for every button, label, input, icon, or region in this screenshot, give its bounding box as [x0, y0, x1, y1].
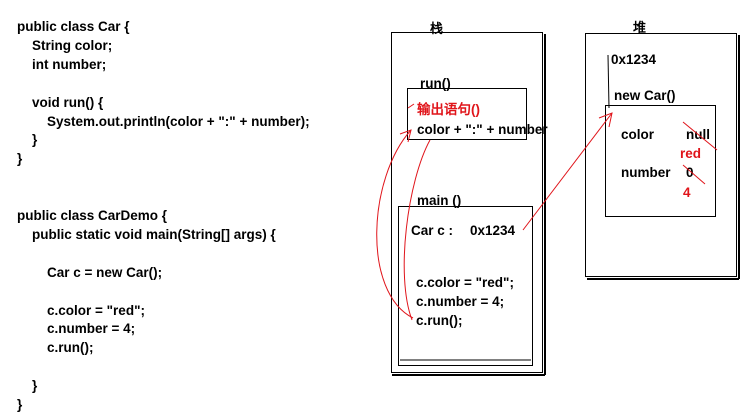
reference-arrow-line	[522, 112, 613, 231]
strike-number-old	[682, 164, 706, 185]
run-frame	[407, 88, 527, 140]
code-line: Car c = new Car();	[17, 264, 163, 280]
code-line: public static void main(String[] args) {	[17, 226, 276, 242]
diagram-connectors	[376, 34, 740, 376]
code-line: void run() {	[17, 94, 104, 110]
heap-address-line	[607, 54, 610, 109]
field-color: color	[621, 127, 655, 142]
run-expression: color + ":" + number	[417, 122, 548, 137]
heap-object	[605, 105, 716, 217]
heap-title: 堆	[633, 20, 647, 35]
code-line: }	[17, 378, 38, 394]
main-frame	[398, 206, 533, 366]
code-line: c.number = 4;	[17, 321, 136, 337]
run-frame-label: run()	[420, 76, 451, 91]
heap-object-label: new Car()	[614, 88, 676, 103]
code-line: public class Car {	[17, 19, 130, 34]
code-line: c.run();	[17, 340, 94, 356]
main-var-c: Car c :	[411, 223, 454, 238]
field-number-old-value: 0	[686, 165, 694, 180]
reference-arrowhead	[598, 112, 613, 128]
call-arrowhead-1	[399, 129, 412, 143]
code-line: String color;	[17, 37, 113, 53]
field-color-new-value: red	[680, 146, 702, 161]
code-line: }	[17, 151, 23, 167]
heap-object-address: 0x1234	[611, 52, 657, 67]
run-frame-red-mark	[407, 103, 415, 109]
main-stmt-color: c.color = "red";	[416, 275, 514, 290]
main-var-c-address: 0x1234	[470, 223, 516, 238]
strike-color-old	[682, 121, 718, 151]
heap-region	[585, 33, 737, 277]
call-arrow-1	[376, 129, 414, 319]
main-stmt-run: c.run();	[416, 313, 463, 328]
field-number: number	[621, 165, 671, 180]
code-line: }	[17, 132, 38, 148]
code-line: c.color = "red";	[17, 302, 145, 318]
call-arrow-2	[403, 139, 431, 321]
output-statement: 输出语句()	[417, 102, 480, 117]
code-line: System.out.println(color + ":" + number)…	[17, 113, 310, 129]
code-line: public class CarDemo {	[17, 208, 168, 223]
main-stmt-number: c.number = 4;	[416, 294, 505, 309]
stack-region	[391, 32, 543, 373]
main-frame-label: main ()	[417, 193, 462, 208]
field-number-new-value: 4	[683, 185, 691, 200]
code-line: int number;	[17, 56, 107, 72]
